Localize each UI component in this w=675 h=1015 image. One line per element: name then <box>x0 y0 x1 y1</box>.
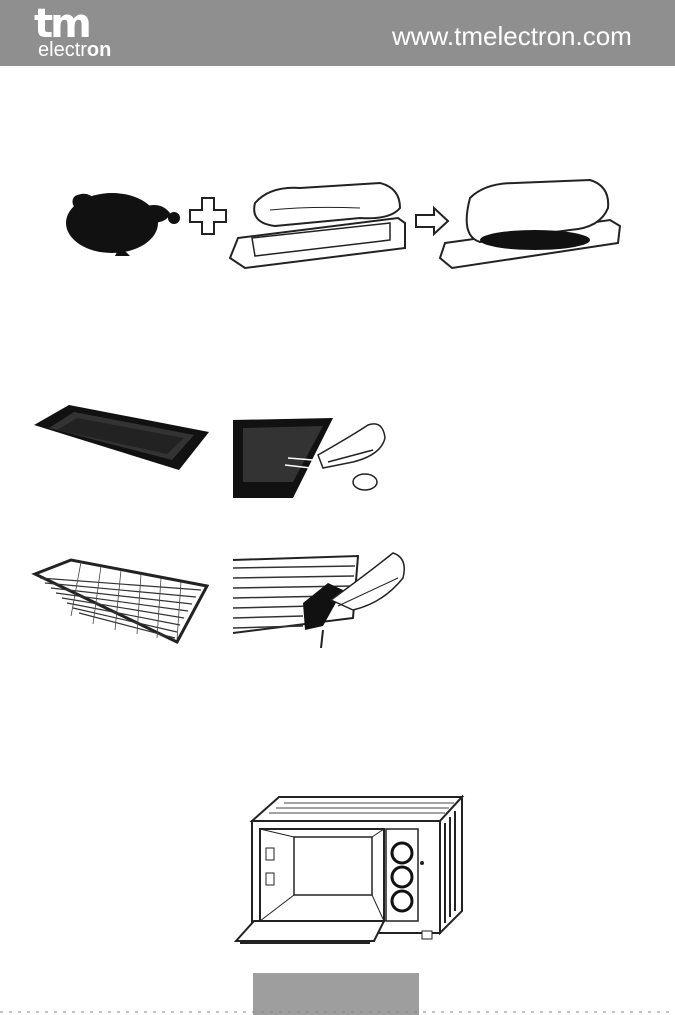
logo-mark: tm <box>34 4 89 44</box>
chicken-icon <box>66 193 180 256</box>
footer-border <box>0 1010 675 1015</box>
roasting-sequence-illustration <box>60 178 630 278</box>
rack-handle-illustration <box>233 548 413 648</box>
arrow-right-icon <box>416 208 448 234</box>
oven-illustration <box>234 793 466 948</box>
wire-rack-illustration <box>31 556 211 646</box>
page-number-box <box>253 973 419 1015</box>
plus-icon <box>190 198 226 234</box>
wrapped-chicken-tray-icon <box>440 180 620 268</box>
website-url: www.tmelectron.com <box>392 21 662 51</box>
wrapped-tray-icon <box>230 183 405 268</box>
baking-tray-illustration <box>29 390 213 495</box>
brand-logo: tm electron <box>0 0 130 66</box>
tray-handle-illustration <box>233 390 408 498</box>
page-header: tm electron www.tmelectron.com <box>0 0 675 66</box>
logo-wordmark: electron <box>38 40 111 60</box>
